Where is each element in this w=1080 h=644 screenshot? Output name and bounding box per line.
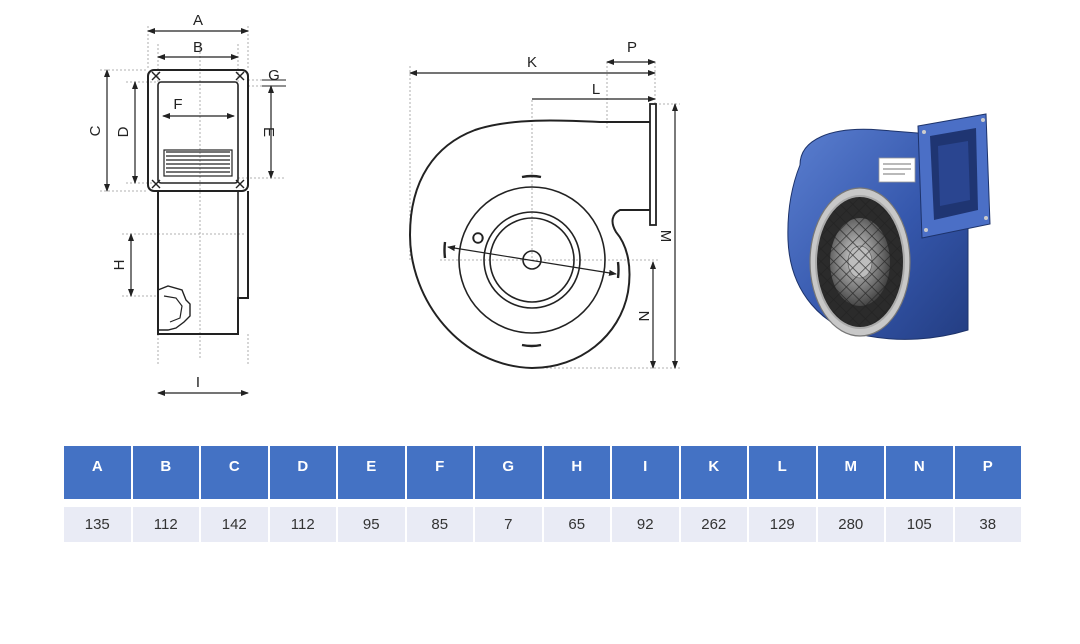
label-f: F — [173, 96, 182, 113]
header-e: E — [338, 446, 405, 499]
label-c: C — [87, 125, 104, 136]
value-i: 92 — [612, 507, 679, 542]
front-extension-lines — [409, 62, 680, 369]
table-row: 135 112 142 112 95 85 7 65 92 262 129 28… — [64, 507, 1021, 542]
value-d: 112 — [269, 507, 336, 542]
header-p: P — [954, 446, 1021, 499]
label-e: E — [260, 127, 277, 137]
front-view — [408, 59, 680, 370]
value-g: 7 — [475, 507, 542, 542]
header-g: G — [475, 446, 542, 499]
header-i: I — [612, 446, 679, 499]
value-n: 105 — [886, 507, 953, 542]
value-b: 112 — [132, 507, 199, 542]
label-p: P — [627, 39, 637, 56]
label-l: L — [592, 81, 600, 98]
label-h: H — [111, 260, 128, 271]
header-f: F — [406, 446, 473, 499]
value-h: 65 — [543, 507, 610, 542]
value-m: 280 — [817, 507, 884, 542]
header-d: D — [269, 446, 336, 499]
value-a: 135 — [64, 507, 131, 542]
extension-lines — [100, 26, 286, 366]
label-n: N — [635, 311, 652, 322]
header-k: K — [680, 446, 747, 499]
value-c: 142 — [201, 507, 268, 542]
dimensions-table: A B C D E F G H I K L M N P 135 — [62, 446, 1023, 542]
label-o: O — [472, 230, 484, 247]
technical-drawing: A B F G C D E H I — [87, 12, 991, 396]
value-l: 129 — [749, 507, 816, 542]
label-a: A — [193, 12, 203, 29]
value-k: 262 — [680, 507, 747, 542]
header-b: B — [132, 446, 199, 499]
header-c: C — [201, 446, 268, 499]
header-n: N — [886, 446, 953, 499]
value-p: 38 — [954, 507, 1021, 542]
header-a: A — [64, 446, 131, 499]
label-b: B — [193, 39, 203, 56]
label-g: G — [268, 67, 280, 84]
label-d: D — [115, 126, 132, 137]
label-k: K — [527, 54, 537, 71]
rating-label-sticker — [878, 157, 916, 183]
table-header-row: A B C D E F G H I K L M N P — [64, 446, 1021, 499]
blower-fan-illustration — [787, 113, 991, 340]
table-spacer-row — [64, 499, 1021, 507]
label-m: M — [657, 230, 674, 243]
header-l: L — [749, 446, 816, 499]
label-i: I — [196, 374, 200, 391]
flange-screws — [151, 71, 245, 189]
header-m: M — [817, 446, 884, 499]
vent-slots — [163, 149, 233, 177]
header-h: H — [543, 446, 610, 499]
side-view — [100, 26, 286, 396]
dimensions-table-container: A B C D E F G H I K L M N P 135 — [62, 446, 1023, 542]
value-f: 85 — [406, 507, 473, 542]
value-e: 95 — [338, 507, 405, 542]
